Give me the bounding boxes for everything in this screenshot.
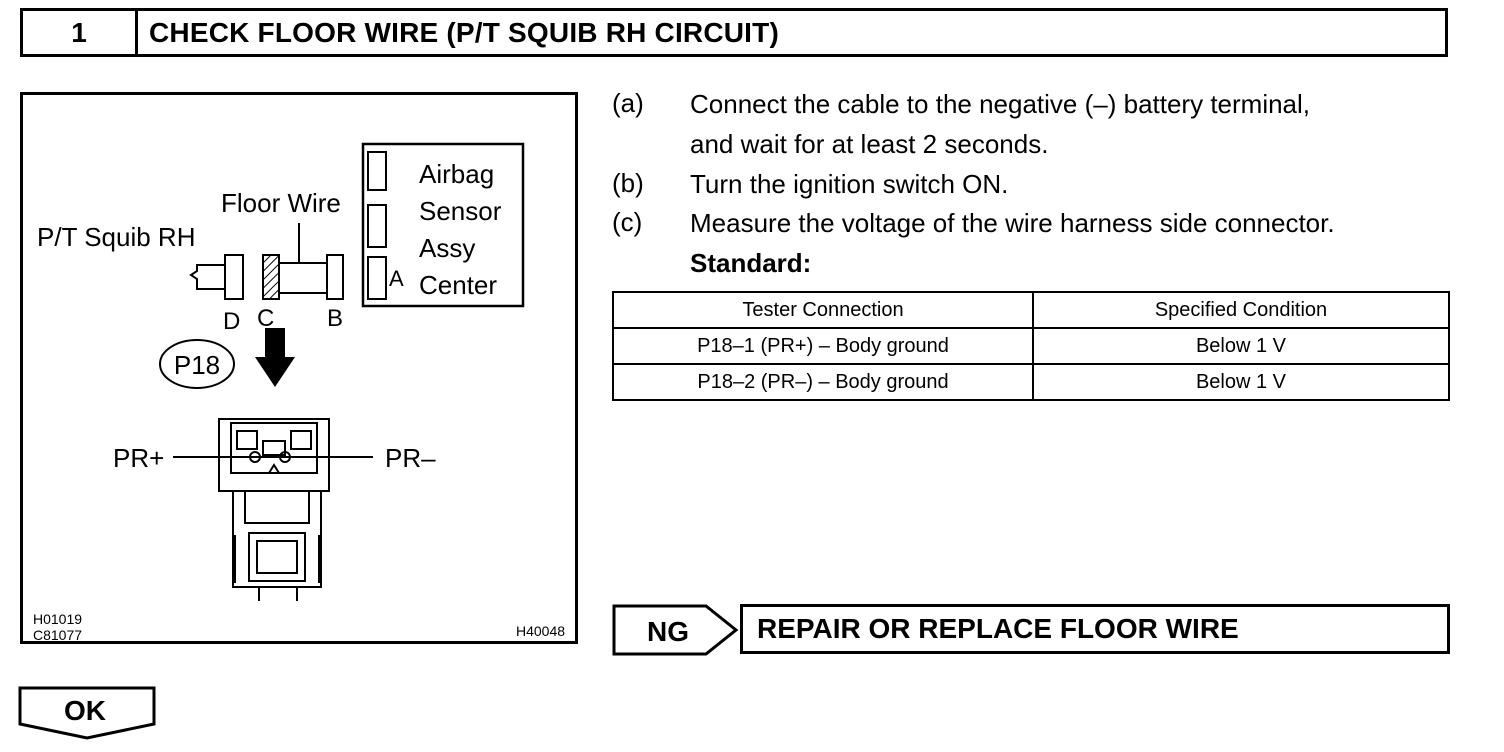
figure-code-2: C81077 bbox=[33, 627, 82, 641]
step-title: CHECK FLOOR WIRE (P/T SQUIB RH CIRCUIT) bbox=[149, 16, 779, 48]
sensor-connector-slot-a bbox=[367, 256, 387, 300]
connector-diagram: Airbag Sensor Assy Center A Floor Wire P… bbox=[20, 92, 578, 644]
connector-face bbox=[218, 418, 330, 601]
label-sensor: Sensor bbox=[419, 196, 502, 226]
label-conn-c: C bbox=[257, 305, 274, 332]
airbag-sensor-box bbox=[361, 142, 525, 308]
label-conn-b: B bbox=[327, 305, 343, 332]
squib-plug bbox=[189, 264, 225, 290]
connector-id-badge bbox=[159, 339, 235, 389]
connector-c bbox=[262, 254, 280, 300]
ng-action-box: REPAIR OR REPLACE FLOOR WIRE bbox=[740, 604, 1450, 654]
floor-wire-body bbox=[278, 262, 330, 294]
step-a-text-line2: and wait for at least 2 seconds. bbox=[690, 129, 1049, 159]
label-connector-id: P18 bbox=[174, 350, 220, 380]
step-number: 1 bbox=[23, 11, 138, 54]
step-b-label: (b) bbox=[612, 168, 644, 198]
table-row: P18–1 (PR+) – Body ground Below 1 V bbox=[612, 327, 1450, 365]
label-assy: Assy bbox=[419, 233, 475, 263]
ng-label: NG bbox=[647, 616, 689, 647]
connector-b bbox=[326, 254, 344, 300]
step-a-label: (a) bbox=[612, 88, 644, 118]
table-header-cell: Tester Connection bbox=[612, 291, 1034, 329]
table-row: P18–2 (PR–) – Body ground Below 1 V bbox=[612, 363, 1450, 401]
step-c-label: (c) bbox=[612, 207, 643, 237]
step-c-text: Measure the voltage of the wire harness … bbox=[690, 208, 1335, 238]
label-center: Center bbox=[419, 270, 497, 300]
standard-label: Standard: bbox=[690, 248, 812, 278]
connector-d bbox=[224, 254, 244, 300]
table-cell: Below 1 V bbox=[1032, 363, 1450, 401]
spec-table: Tester Connection Specified Condition P1… bbox=[612, 291, 1450, 401]
sensor-connector-slot-1 bbox=[367, 151, 387, 191]
label-airbag: Airbag bbox=[419, 159, 494, 189]
table-header-row: Tester Connection Specified Condition bbox=[612, 291, 1450, 329]
down-arrow-icon bbox=[255, 328, 295, 387]
ok-label: OK bbox=[64, 695, 106, 726]
step-header: 1 CHECK FLOOR WIRE (P/T SQUIB RH CIRCUIT… bbox=[20, 8, 1448, 57]
diagram-svg: Airbag Sensor Assy Center A Floor Wire P… bbox=[33, 142, 565, 641]
figure-code-3: H40048 bbox=[516, 623, 565, 639]
step-b-text: Turn the ignition switch ON. bbox=[690, 169, 1009, 199]
label-conn-d: D bbox=[223, 308, 240, 335]
label-pr-plus: PR+ bbox=[113, 443, 164, 473]
table-header-cell: Specified Condition bbox=[1032, 291, 1450, 329]
table-cell: P18–2 (PR–) – Body ground bbox=[612, 363, 1034, 401]
step-a-text-line1: Connect the cable to the negative (–) ba… bbox=[690, 89, 1311, 119]
label-conn-a: A bbox=[389, 266, 404, 291]
sensor-connector-slot-2 bbox=[367, 204, 387, 248]
label-squib: P/T Squib RH bbox=[37, 222, 195, 252]
ng-arrow-badge: NG bbox=[612, 604, 739, 656]
table-cell: Below 1 V bbox=[1032, 327, 1450, 365]
table-cell: P18–1 (PR+) – Body ground bbox=[612, 327, 1034, 365]
label-floor-wire: Floor Wire bbox=[221, 188, 341, 218]
label-pr-minus: PR– bbox=[385, 443, 436, 473]
figure-code-1: H01019 bbox=[33, 611, 82, 627]
ok-arrow-badge: OK bbox=[18, 686, 156, 740]
